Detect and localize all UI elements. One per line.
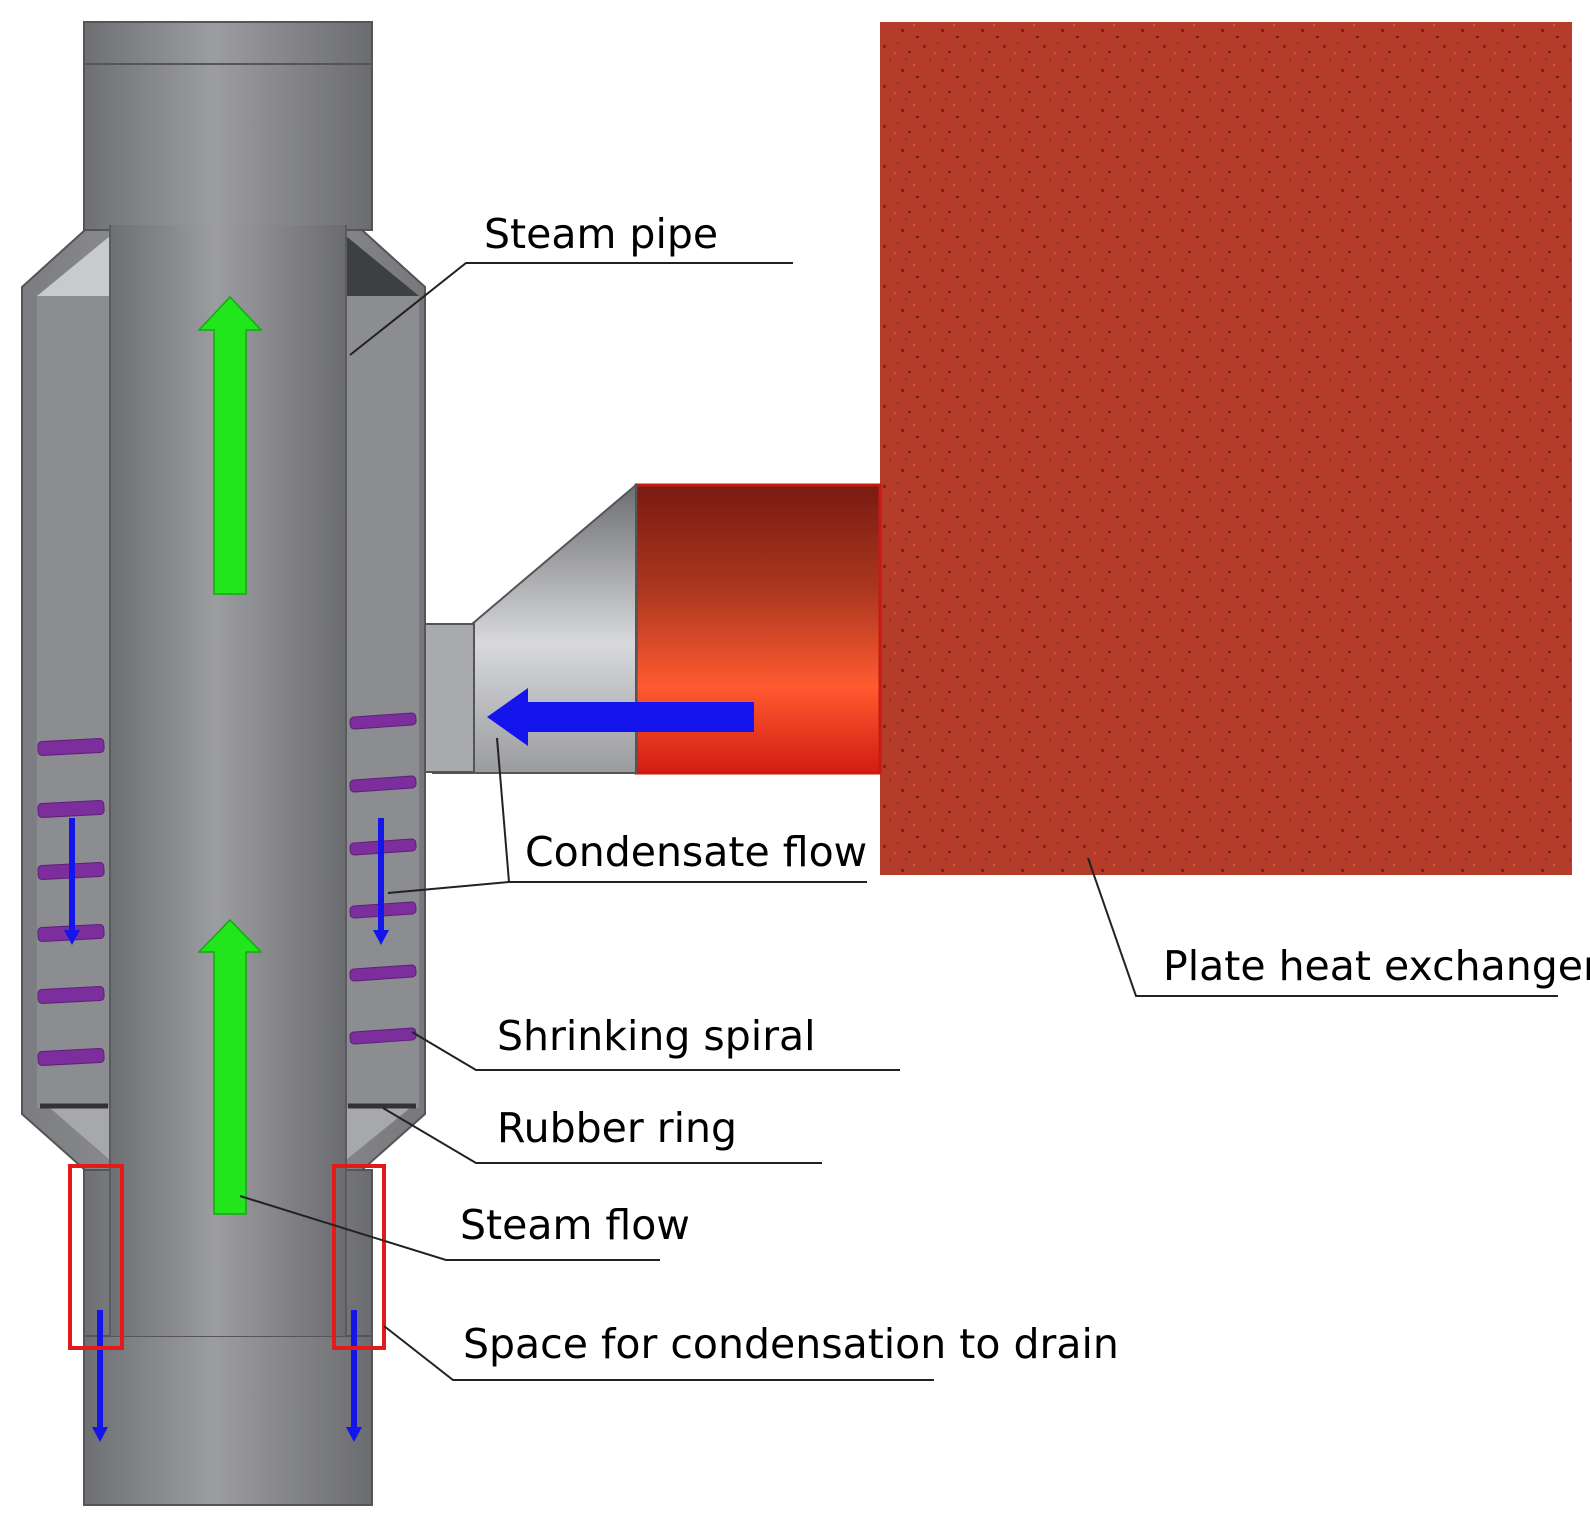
jacket-bevel-top-left — [37, 236, 110, 296]
jacket-drip-arrow-left — [64, 818, 80, 945]
leader-condensate-jacket — [387, 881, 510, 894]
label-plate-heat-exchanger: Plate heat exchanger — [1163, 942, 1590, 990]
drain-arrow-right — [346, 1310, 362, 1442]
drain-space-box-left — [68, 1164, 124, 1350]
spiral-left — [37, 737, 105, 1067]
condensate-arrow — [487, 688, 754, 746]
leader-drain-space — [383, 1325, 934, 1381]
plate-heat-exchanger-block — [880, 22, 1572, 875]
leader-shrinking-spiral — [411, 1031, 900, 1071]
label-rubber-ring: Rubber ring — [497, 1104, 737, 1152]
drain-arrow-left — [92, 1310, 108, 1442]
leader-lines — [239, 262, 1558, 1381]
leader-steam-flow — [239, 1195, 660, 1261]
label-drain-space: Space for condensation to drain — [463, 1320, 1119, 1368]
upper-pipe-section — [83, 21, 373, 231]
jacket-bevel-top-right — [346, 236, 419, 296]
steam-arrow-lower — [197, 918, 263, 1215]
spiral-right — [349, 712, 417, 1045]
reducer-neck — [417, 623, 475, 773]
label-shrinking-spiral: Shrinking spiral — [497, 1012, 816, 1060]
leader-rubber-ring — [382, 1107, 822, 1164]
leader-plate-heat-exchanger — [1087, 857, 1558, 997]
jacket-bevel-bottom-left — [50, 1108, 110, 1160]
label-condensate-flow: Condensate flow — [525, 828, 867, 876]
steam-arrow-upper — [197, 295, 263, 595]
jacket-cavity-left — [37, 296, 110, 1108]
leader-steam-pipe — [349, 262, 793, 356]
label-steam-pipe: Steam pipe — [484, 210, 718, 258]
label-steam-flow: Steam flow — [460, 1201, 690, 1249]
jacket-bevel-bottom-right — [346, 1108, 410, 1160]
drain-space-box-right — [332, 1164, 386, 1350]
jacket-drip-arrow-right — [373, 818, 389, 945]
jacket-cavity-right — [346, 296, 419, 1108]
